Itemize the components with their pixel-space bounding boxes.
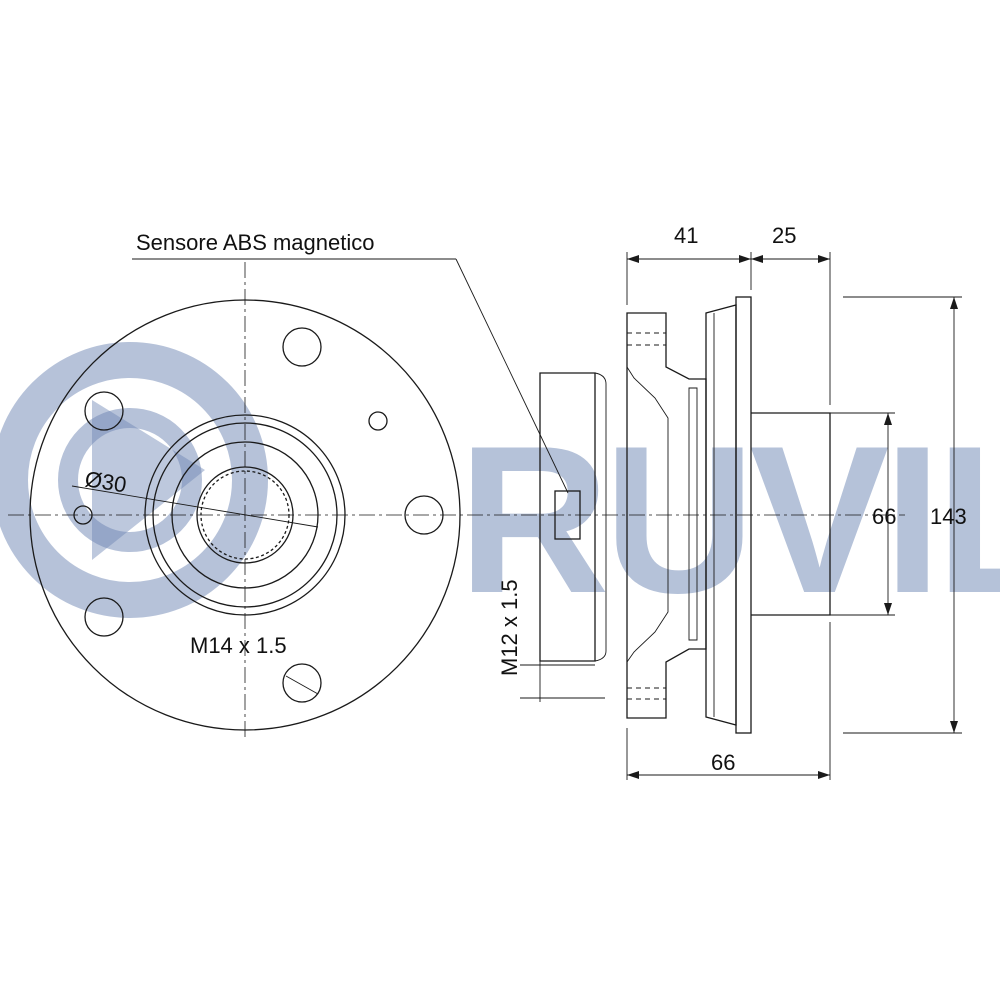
dim-pilot-diameter-label: 66 [872,504,896,529]
ruville-watermark-text: RUVILLE [458,402,1000,637]
dim-66-diameter-arrow-bottom [884,603,892,615]
front-view: Ø30 M14 x 1.5 [8,262,905,738]
wheel-stud-thread-label: M14 x 1.5 [190,633,287,658]
dim-41-arrow-right [739,255,751,263]
ruville-watermark: RUVILLE [0,342,1000,637]
abs-sensor-leader [455,258,569,494]
hub-seal-step [594,372,607,662]
pilot-spigot [751,412,831,616]
stud-hole-top [282,327,322,367]
stud-thread-section-line [285,675,319,695]
dim-66-length-arrow-left [627,771,639,779]
wheel-flange-disc [735,296,752,734]
abs-sensor-label: Sensore ABS magnetico [136,230,374,255]
bore-spline-circle [200,470,290,560]
axle-thread-label: M12 x 1.5 [497,579,522,676]
dim-143-arrow-top [950,297,958,309]
flange-outer-circle [29,299,461,731]
stud-hole-upper-left [84,391,124,431]
bore-diameter-leader [71,485,319,528]
dim-25-arrow-right [818,255,830,263]
ruville-ring-logo [0,342,268,618]
dim-143-arrow-bottom [950,721,958,733]
stud-hole-right [404,495,444,535]
bore-outer-circle [196,466,294,564]
dim-hub-depth-label: 41 [674,223,698,248]
dim-25-arrow-left [751,255,763,263]
housing-inner-taper [626,366,669,663]
dim-66-length-arrow-right [818,771,830,779]
stud-hole-lower-left [84,597,124,637]
small-hole-left [73,505,93,525]
hub-inner-ring [171,441,319,589]
dim-66-diameter-arrow-top [884,413,892,425]
bore-diameter-label: Ø30 [83,466,128,497]
dim-flange-offset-label: 25 [772,223,796,248]
small-hole-upper-right [368,411,388,431]
housing-inner-bearing [688,387,698,641]
stud-hole-bottom [282,663,322,703]
dimensions: 41 25 66 66 143 M12 x 1.5 [497,223,967,780]
abs-sensor-marker [554,490,581,540]
dim-41-arrow-left [627,255,639,263]
dim-flange-diameter-label: 143 [930,504,967,529]
hub-middle-ring [152,422,338,608]
dim-overall-length-label: 66 [711,750,735,775]
abs-sensor-callout: Sensore ABS magnetico [132,230,581,540]
side-view [539,296,831,734]
hub-outer-ring [144,414,346,616]
